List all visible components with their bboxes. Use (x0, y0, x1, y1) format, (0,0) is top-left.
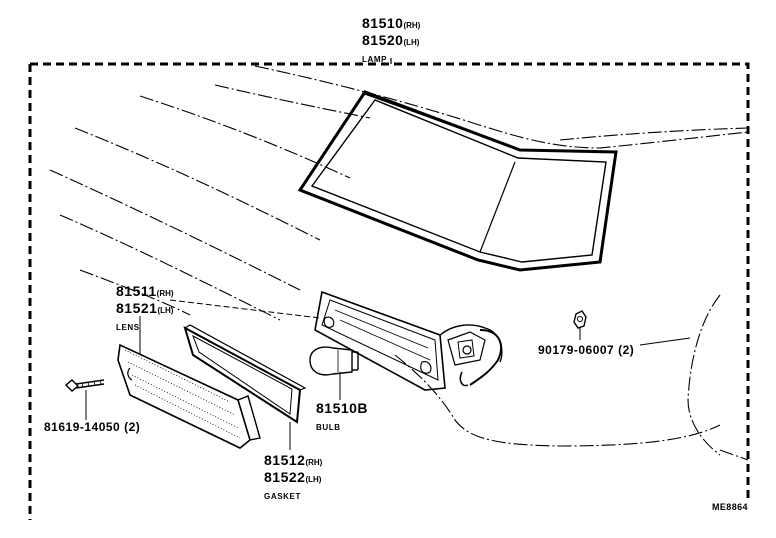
nut-drawing (573, 310, 587, 329)
lens-part-number-lh: 81521 (116, 300, 158, 316)
nut-part-number: 90179-06007 (538, 343, 615, 357)
lamp-side-rh: (RH) (403, 21, 421, 30)
lamp-side-lh: (LH) (403, 38, 420, 47)
lens-name: LENS (116, 323, 140, 332)
gasket-side-rh: (RH) (305, 458, 323, 467)
screw-drawing (64, 379, 105, 392)
lamp-housing (314, 290, 503, 391)
nut-label: 90179-06007 (2) (538, 344, 634, 356)
assembly-boundary (28, 58, 750, 520)
leader-lines (85, 299, 691, 450)
screw-label: 81619-14050 (2) (44, 421, 140, 433)
gasket-side-lh: (LH) (305, 475, 322, 484)
lens-side-rh: (RH) (156, 289, 174, 298)
bulb-label: 81510B BULB (316, 401, 368, 434)
drawing-reference: ME8864 (712, 502, 748, 512)
gasket-part-number-lh: 81522 (264, 469, 306, 485)
lamp-part-number-lh: 81520 (362, 32, 404, 48)
gasket-name: GASKET (264, 492, 301, 501)
lens-label: 81511(RH) 81521(LH) LENS (116, 284, 174, 334)
gasket-drawing (183, 324, 307, 424)
lens-part-number-rh: 81511 (116, 283, 157, 299)
gasket-part-number-rh: 81512 (264, 452, 306, 468)
bulb-drawing (309, 346, 359, 376)
window-frame (297, 90, 618, 272)
nut-quantity: (2) (618, 343, 635, 357)
screw-quantity: (2) (124, 420, 141, 434)
gasket-label: 81512(RH) 81522(LH) GASKET (264, 453, 322, 503)
lamp-part-number-rh: 81510 (362, 15, 404, 31)
lens-side-lh: (LH) (157, 306, 174, 315)
lens-drawing (117, 343, 261, 449)
screw-part-number: 81619-14050 (44, 420, 121, 434)
vehicle-body-outline (49, 65, 749, 461)
bulb-name: BULB (316, 423, 341, 432)
bulb-part-number: 81510B (316, 400, 369, 416)
lamp-label: 81510(RH) 81520(LH) LAMP (362, 16, 420, 66)
lamp-name: LAMP (362, 55, 388, 64)
